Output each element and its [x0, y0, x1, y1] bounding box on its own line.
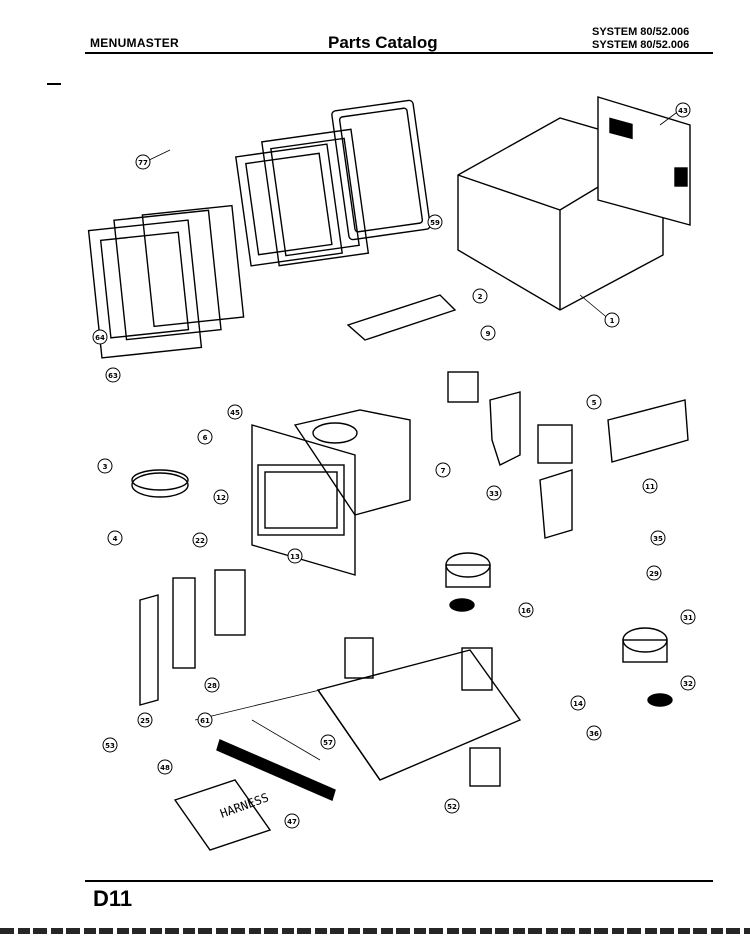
system-code-1: SYSTEM 80/52.006 — [592, 26, 690, 38]
svg-text:6: 6 — [203, 434, 208, 442]
svg-text:31: 31 — [683, 614, 693, 622]
stirrer-fan — [131, 469, 189, 498]
svg-text:61: 61 — [200, 717, 210, 725]
svg-text:1: 1 — [610, 317, 615, 325]
footer-rule — [85, 880, 713, 882]
header-rule — [85, 52, 713, 54]
callout-12 — [213, 489, 229, 505]
svg-text:25: 25 — [140, 717, 150, 725]
svg-text:29: 29 — [649, 570, 659, 578]
callout-59 — [427, 214, 443, 230]
callout-53 — [102, 737, 118, 753]
svg-text:59: 59 — [430, 219, 440, 227]
callout-22 — [192, 532, 208, 548]
svg-text:33: 33 — [489, 490, 499, 498]
oven-cavity — [251, 409, 411, 576]
svg-text:13: 13 — [290, 553, 300, 561]
door-gasket-frames — [235, 99, 431, 267]
callout-bubbles — [92, 102, 696, 829]
front-door — [87, 204, 245, 359]
back-panel — [597, 96, 691, 226]
svg-text:7: 7 — [441, 467, 446, 475]
svg-text:52: 52 — [447, 803, 457, 811]
svg-text:64: 64 — [95, 334, 105, 342]
callout-4 — [107, 530, 123, 546]
svg-text:77: 77 — [138, 159, 148, 167]
svg-text:45: 45 — [230, 409, 240, 417]
system-code-2: SYSTEM 80/52.006 — [592, 39, 690, 51]
callout-2 — [472, 288, 488, 304]
callout-11 — [642, 478, 658, 494]
callout-9 — [480, 325, 496, 341]
callout-7 — [435, 462, 451, 478]
brand-name: MENUMASTER — [90, 36, 179, 50]
svg-text:9: 9 — [486, 330, 491, 338]
callout-32 — [680, 675, 696, 691]
callout-29 — [646, 565, 662, 581]
svg-text:35: 35 — [653, 535, 663, 543]
callout-48 — [157, 759, 173, 775]
svg-text:2: 2 — [478, 293, 483, 301]
callout-36 — [586, 725, 602, 741]
svg-text:16: 16 — [521, 607, 531, 615]
callout-64 — [92, 329, 108, 345]
blower-motor — [445, 552, 673, 707]
magnetron — [447, 371, 573, 464]
callout-28 — [204, 677, 220, 693]
waveguide — [346, 294, 689, 463]
strip-bar — [216, 739, 336, 801]
svg-text:11: 11 — [645, 483, 655, 491]
svg-text:32: 32 — [683, 680, 693, 688]
margin-mark — [47, 83, 61, 85]
transformer — [344, 637, 501, 787]
callout-16 — [518, 602, 534, 618]
wire-harness-bag — [173, 779, 272, 851]
svg-text:4: 4 — [113, 535, 118, 543]
svg-text:28: 28 — [207, 682, 217, 690]
callout-52 — [444, 798, 460, 814]
svg-text:5: 5 — [592, 399, 597, 407]
callout-numbers: 1 2 3 4 5 6 7 9 11 12 13 14 16 22 25 28 … — [95, 107, 693, 826]
svg-text:12: 12 — [216, 494, 226, 502]
svg-text:14: 14 — [573, 700, 583, 708]
svg-text:22: 22 — [195, 537, 205, 545]
callout-43 — [675, 102, 691, 118]
callout-25 — [137, 712, 153, 728]
callout-14 — [570, 695, 586, 711]
page-code: D11 — [93, 886, 133, 911]
svg-text:48: 48 — [160, 764, 170, 772]
scan-edge-artifact — [0, 928, 750, 934]
callout-5 — [586, 394, 602, 410]
callout-31 — [680, 609, 696, 625]
svg-text:43: 43 — [678, 107, 688, 115]
control-panel — [139, 569, 246, 706]
callout-57 — [320, 734, 336, 750]
callout-47 — [284, 813, 300, 829]
callout-1 — [604, 312, 620, 328]
callout-45 — [227, 404, 243, 420]
callout-33 — [486, 485, 502, 501]
base-plate — [316, 649, 522, 781]
callout-61 — [197, 712, 213, 728]
svg-text:3: 3 — [103, 463, 108, 471]
callout-13 — [287, 548, 303, 564]
air-duct — [489, 391, 573, 539]
svg-text:36: 36 — [589, 730, 599, 738]
callout-63 — [105, 367, 121, 383]
callout-77 — [135, 154, 151, 170]
svg-text:47: 47 — [287, 818, 297, 826]
svg-text:63: 63 — [108, 372, 118, 380]
svg-text:53: 53 — [105, 742, 115, 750]
callout-3 — [97, 458, 113, 474]
svg-text:57: 57 — [323, 739, 333, 747]
page-title: Parts Catalog — [328, 33, 438, 52]
callout-35 — [650, 530, 666, 546]
callout-6 — [197, 429, 213, 445]
